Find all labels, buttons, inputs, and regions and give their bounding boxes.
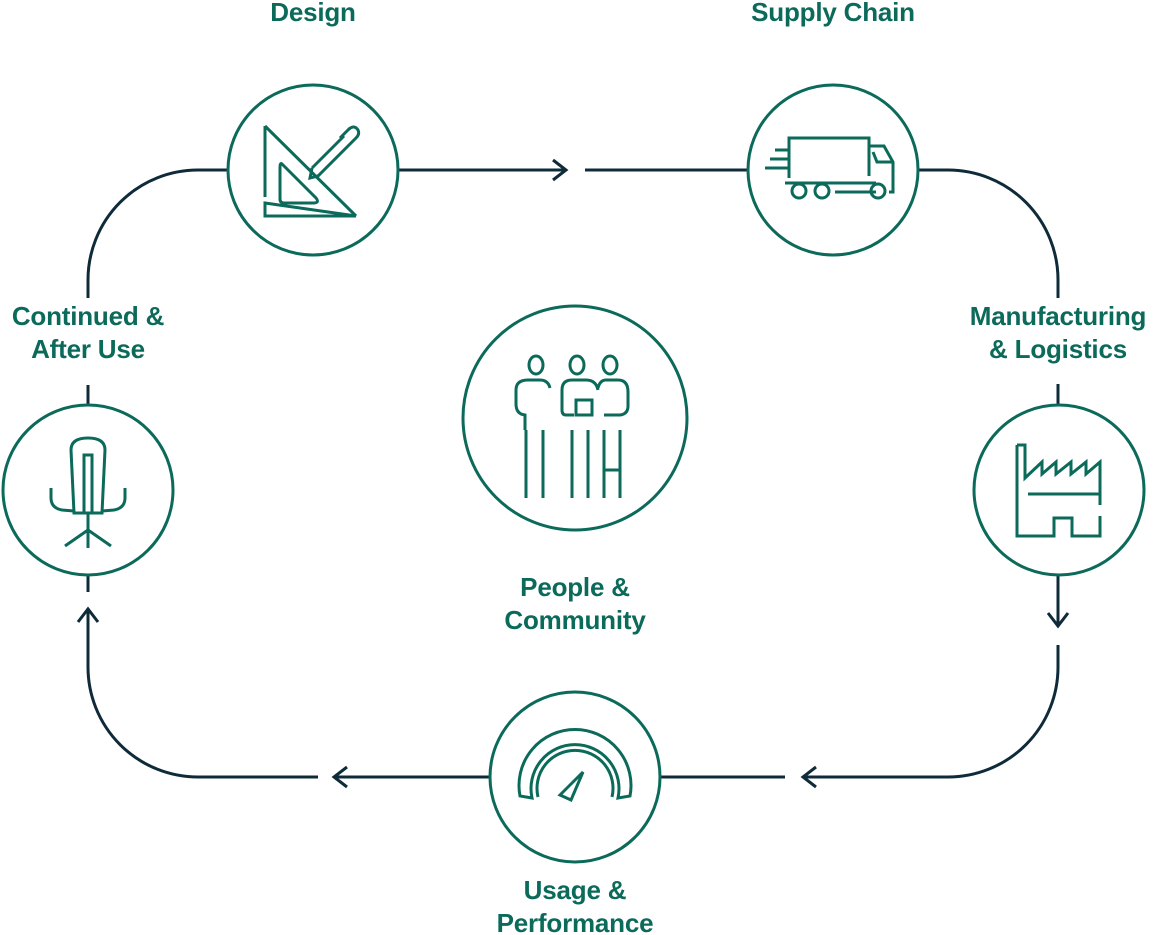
connector-manufacturing-to-usage	[660, 645, 1060, 779]
continued-label-line1: Continued &	[11, 301, 165, 331]
supply-chain-node	[746, 83, 920, 257]
office-chair-icon	[49, 436, 127, 548]
factory-icon	[1015, 443, 1102, 538]
manufacturing-label-line1: Manufacturing	[969, 301, 1147, 331]
delivery-truck-icon	[765, 136, 895, 200]
people-group-icon	[514, 354, 630, 498]
supply-chain-label: Supply Chain	[751, 0, 915, 27]
people-label-line1: People &	[520, 572, 630, 602]
people-label-line2: Community	[504, 605, 646, 635]
stage-label-design: Design	[213, 0, 413, 29]
stage-label-supply-chain: Supply Chain	[723, 0, 943, 29]
arrow-right-icon	[552, 158, 569, 182]
usage-label-line2: Performance	[496, 908, 654, 935]
design-label: Design	[270, 0, 356, 27]
manufacturing-node	[972, 403, 1146, 577]
people-node	[461, 304, 689, 532]
stage-label-continued: Continued &After Use	[0, 300, 188, 366]
stage-label-people: People &Community	[472, 571, 678, 637]
arrow-left-icon	[800, 765, 817, 789]
stage-label-usage: Usage & Performance	[465, 874, 685, 935]
arrow-down-icon	[1046, 612, 1070, 629]
continued-use-node	[1, 403, 175, 577]
design-node	[226, 83, 400, 257]
manufacturing-label-line2: & Logistics	[989, 334, 1127, 364]
arrow-left-icon	[331, 765, 348, 789]
set-square-pencil-icon	[263, 124, 361, 218]
arrow-up-icon	[76, 606, 100, 623]
connector-usage-to-continued	[86, 610, 490, 779]
stage-label-manufacturing: Manufacturing& Logistics	[948, 300, 1162, 366]
connector-continued-to-design	[86, 168, 228, 405]
gauge-icon	[517, 727, 633, 802]
usage-node	[488, 690, 662, 864]
usage-label-line1: Usage &	[523, 875, 627, 905]
connector-lines	[76, 158, 1070, 789]
continued-label-line2: After Use	[31, 334, 145, 364]
connector-supply-to-manufacturing	[918, 168, 1060, 298]
